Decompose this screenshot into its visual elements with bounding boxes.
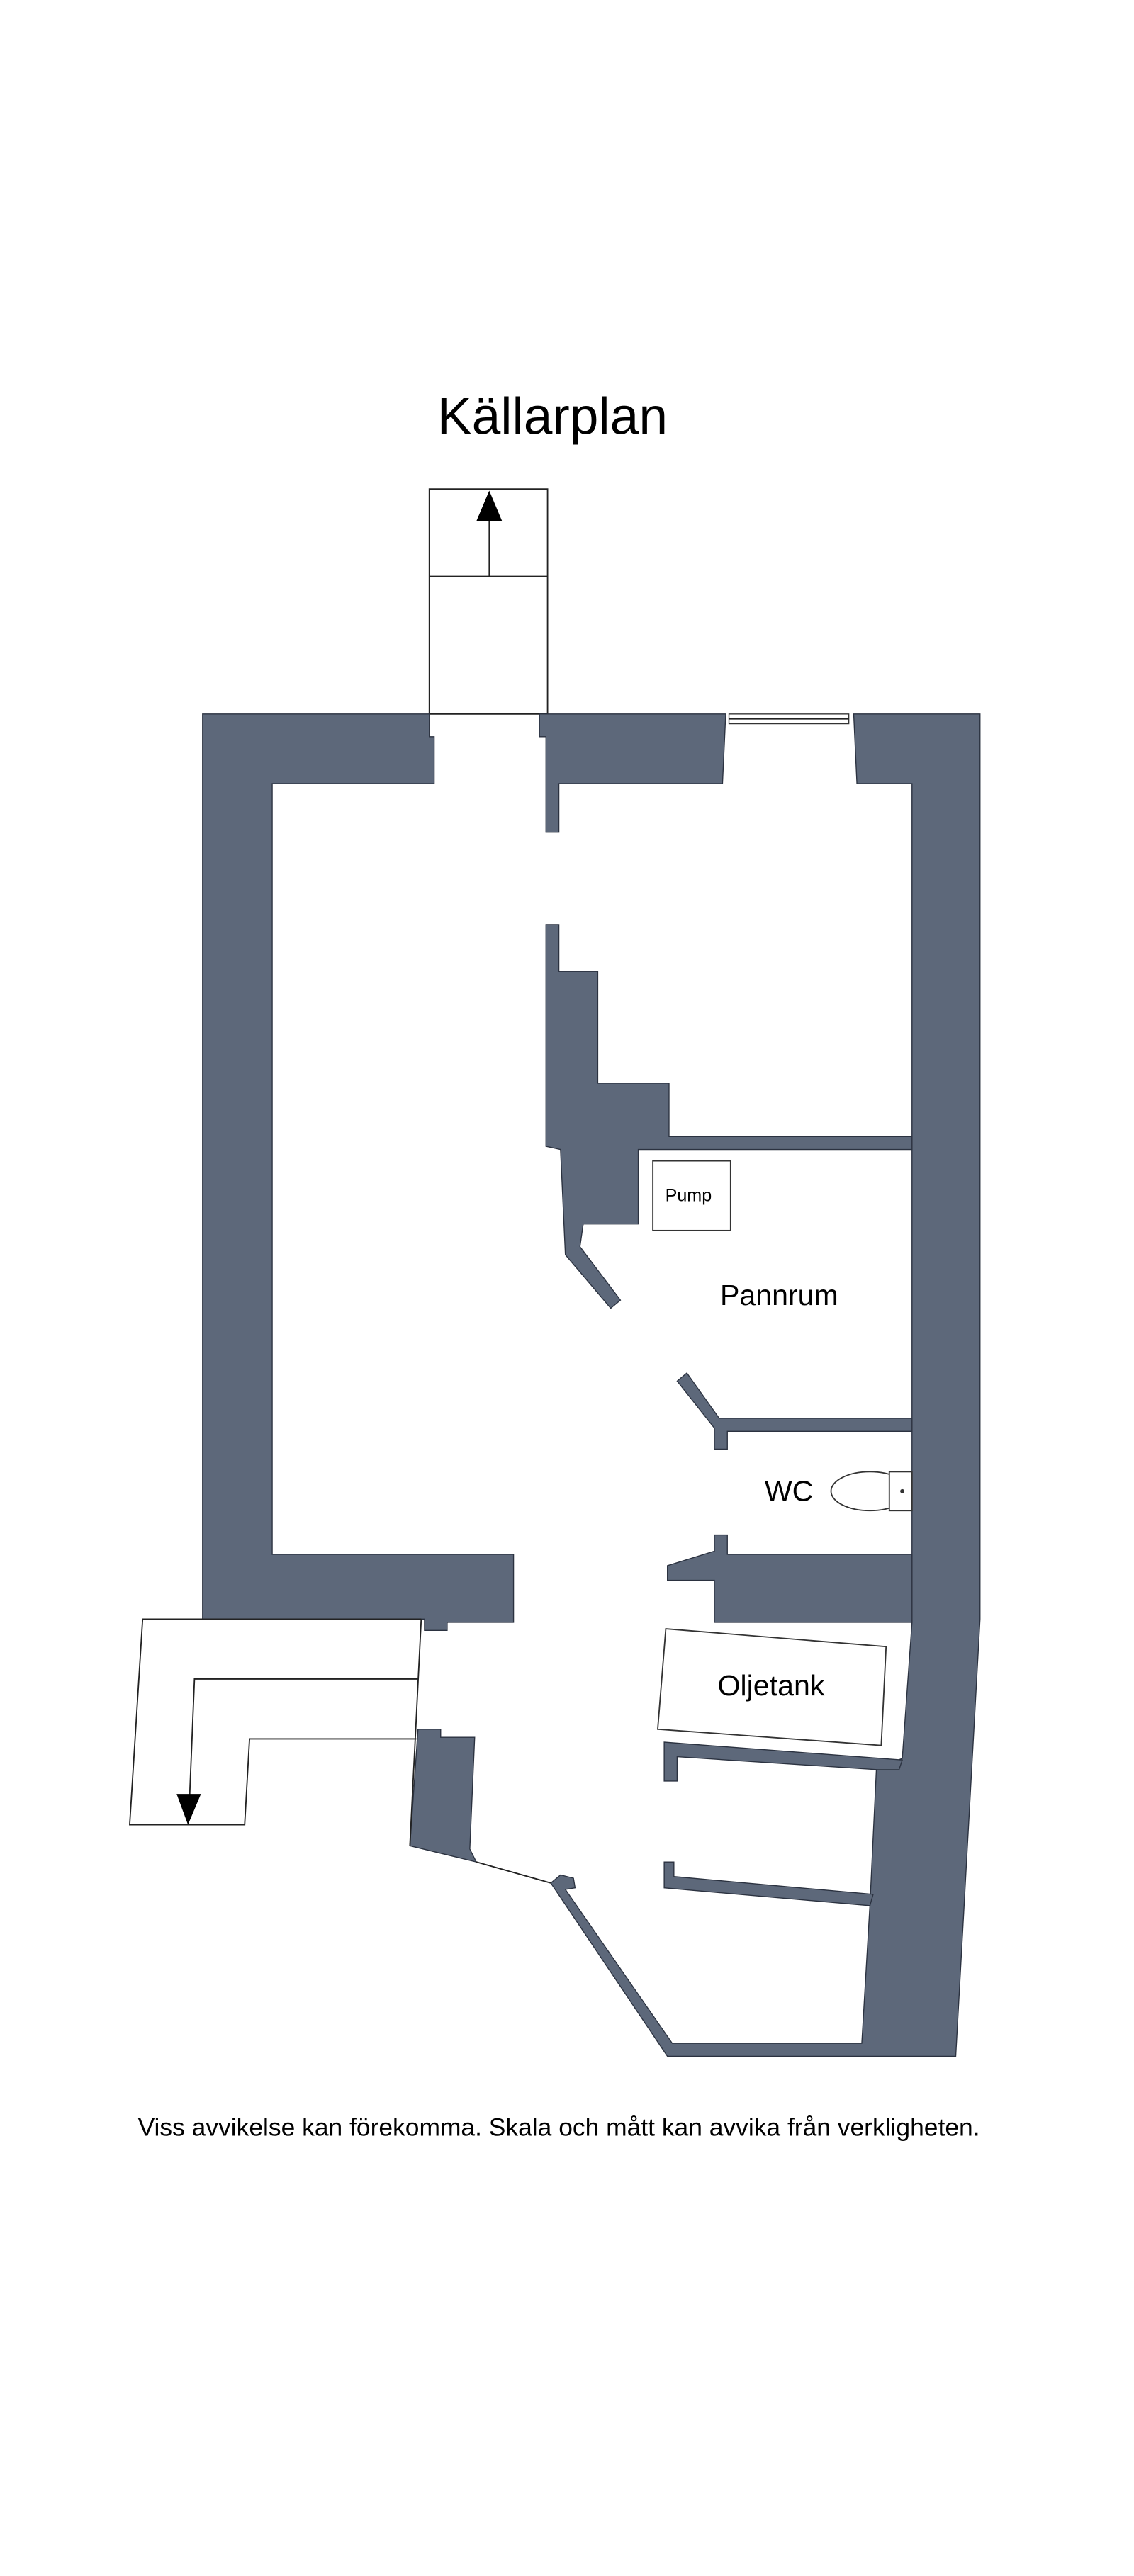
disclaimer: Viss avvikelse kan förekomma. Skala och …	[138, 2113, 980, 2141]
wall-right-outer	[550, 713, 981, 2057]
wall-pannrum-wc	[676, 1372, 913, 1450]
room-label-oljetank: Oljetank	[718, 1669, 825, 1702]
window-top	[728, 713, 850, 725]
wall-storage-2	[663, 1861, 874, 1906]
arrow-down-icon	[176, 1794, 201, 1825]
room-label-wc: WC	[765, 1475, 814, 1508]
wall-storage-1	[663, 1741, 903, 1782]
wall-bottom-left-block	[409, 1729, 478, 1863]
toilet-icon	[830, 1471, 913, 1512]
stairs-bottom-left	[128, 1618, 422, 1846]
stairs-top	[428, 488, 549, 715]
pump-box	[652, 1160, 731, 1231]
wall-top-middle	[539, 713, 726, 833]
plan-title: Källarplan	[437, 388, 668, 445]
wall-wc-bottom	[667, 1534, 913, 1623]
pump-label: Pump	[666, 1186, 712, 1206]
arrow-up-icon	[476, 490, 503, 521]
oil-tank	[656, 1628, 887, 1746]
wall-left	[202, 713, 515, 1632]
room-label-pannrum: Pannrum	[720, 1279, 838, 1311]
wall-stair-core	[545, 924, 913, 1309]
